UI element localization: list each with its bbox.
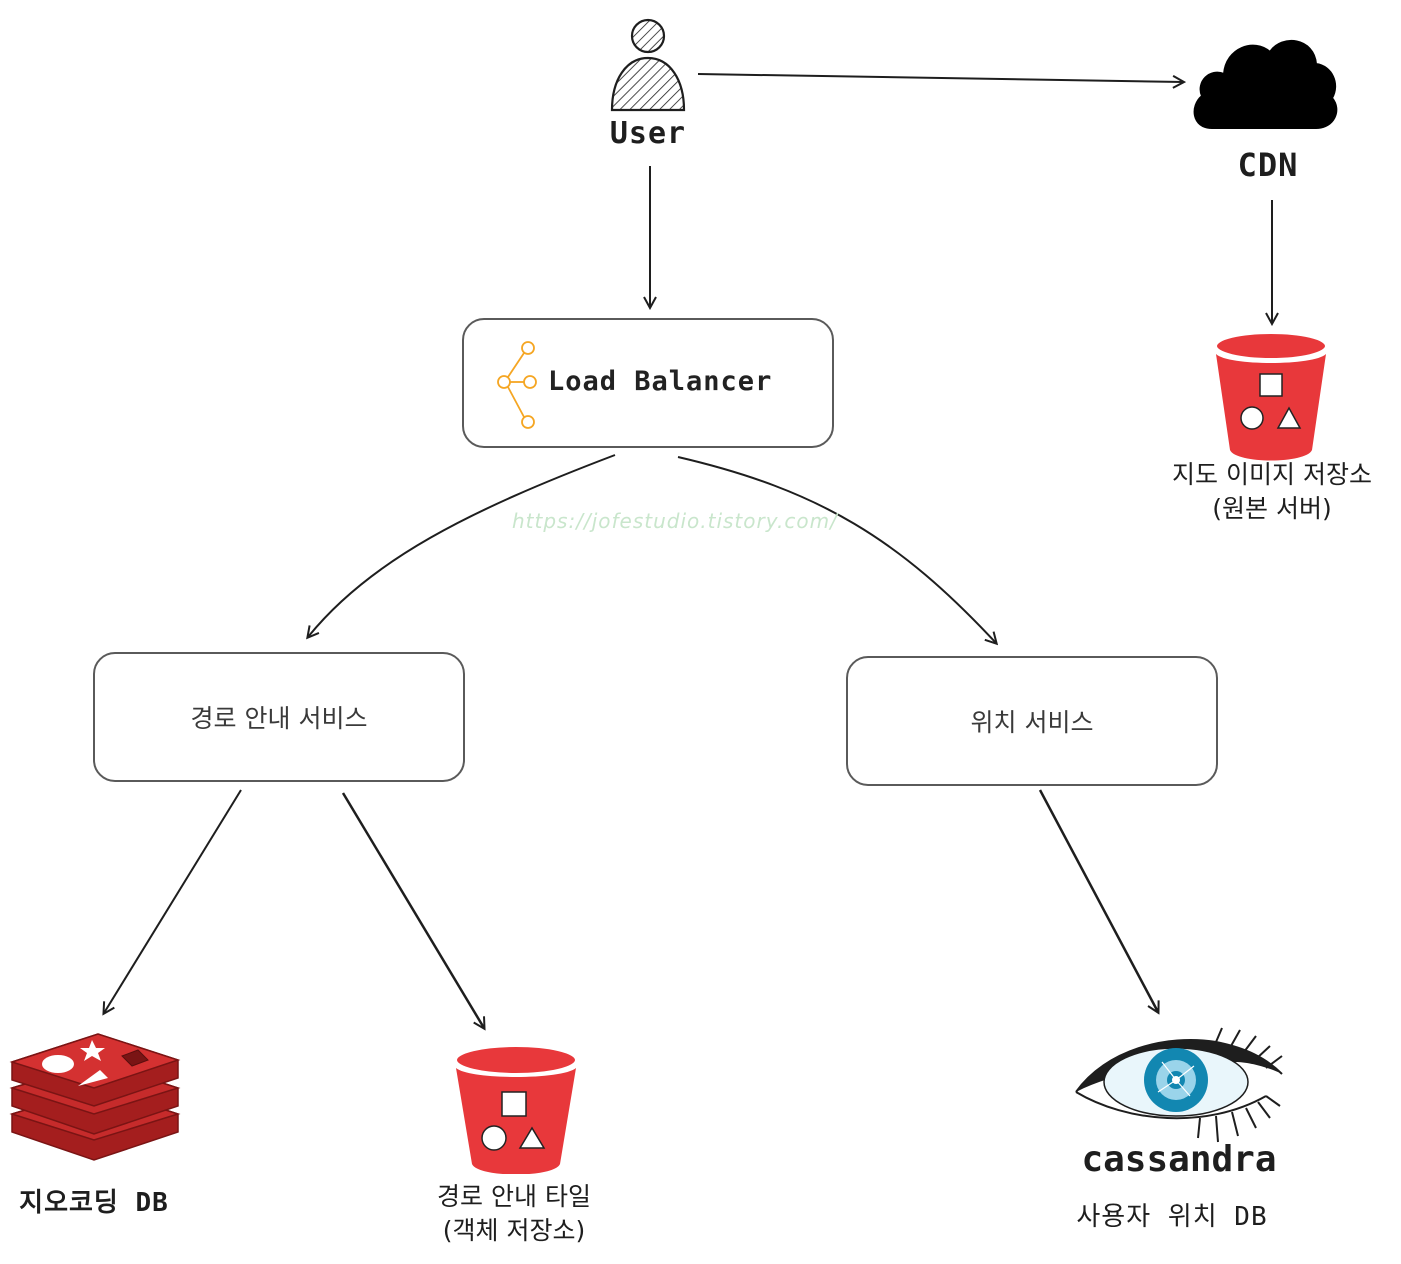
- arrow-lb-to-route-service: [308, 454, 616, 637]
- load-balancer-label: Load Balancer: [548, 366, 773, 397]
- map-image-storage-line1: 지도 이미지 저장소: [1172, 460, 1372, 489]
- cassandra-logo-text: cassandra: [1081, 1139, 1277, 1180]
- load-balancer-box[interactable]: Load Balancer: [462, 318, 834, 448]
- geocoding-db-label: 지오코딩 DB: [19, 1188, 169, 1218]
- route-service-label: 경로 안내 서비스: [190, 704, 368, 733]
- location-service-box[interactable]: 위치 서비스: [846, 656, 1218, 786]
- location-service-label: 위치 서비스: [970, 708, 1094, 737]
- redis-icon: [9, 1033, 181, 1161]
- cloud-icon: [1193, 40, 1338, 129]
- user-location-db-label: 사용자 위치 DB: [1076, 1202, 1268, 1232]
- map-image-storage-label: 지도 이미지 저장소 (원본 서버): [1160, 458, 1384, 526]
- arrow-route-to-geocoding: [104, 789, 242, 1013]
- arrow-location-to-cassandra: [1038, 789, 1158, 1012]
- bucket-icon: [1215, 332, 1327, 461]
- load-balancer-icon: [497, 341, 537, 429]
- watermark: https://jofestudio.tistory.com/: [512, 509, 838, 533]
- cassandra-eye-icon: [1075, 1027, 1283, 1143]
- route-tiles-line1: 경로 안내 타일: [437, 1182, 591, 1211]
- user-icon: [610, 18, 686, 112]
- bucket-icon: [455, 1045, 577, 1174]
- route-service-box[interactable]: 경로 안내 서비스: [93, 652, 465, 782]
- arrow-route-to-tiles: [341, 792, 484, 1028]
- route-tiles-line2: (객체 저장소): [442, 1215, 586, 1245]
- arrow-lb-to-location-service: [677, 456, 996, 643]
- arrow-user-to-cdn: [697, 73, 1183, 82]
- route-tiles-label: 경로 안내 타일 (객체 저장소): [412, 1180, 616, 1248]
- cdn-label: CDN: [1237, 146, 1299, 184]
- map-image-storage-line2: (원본 서버): [1212, 493, 1332, 523]
- user-label: User: [609, 116, 687, 151]
